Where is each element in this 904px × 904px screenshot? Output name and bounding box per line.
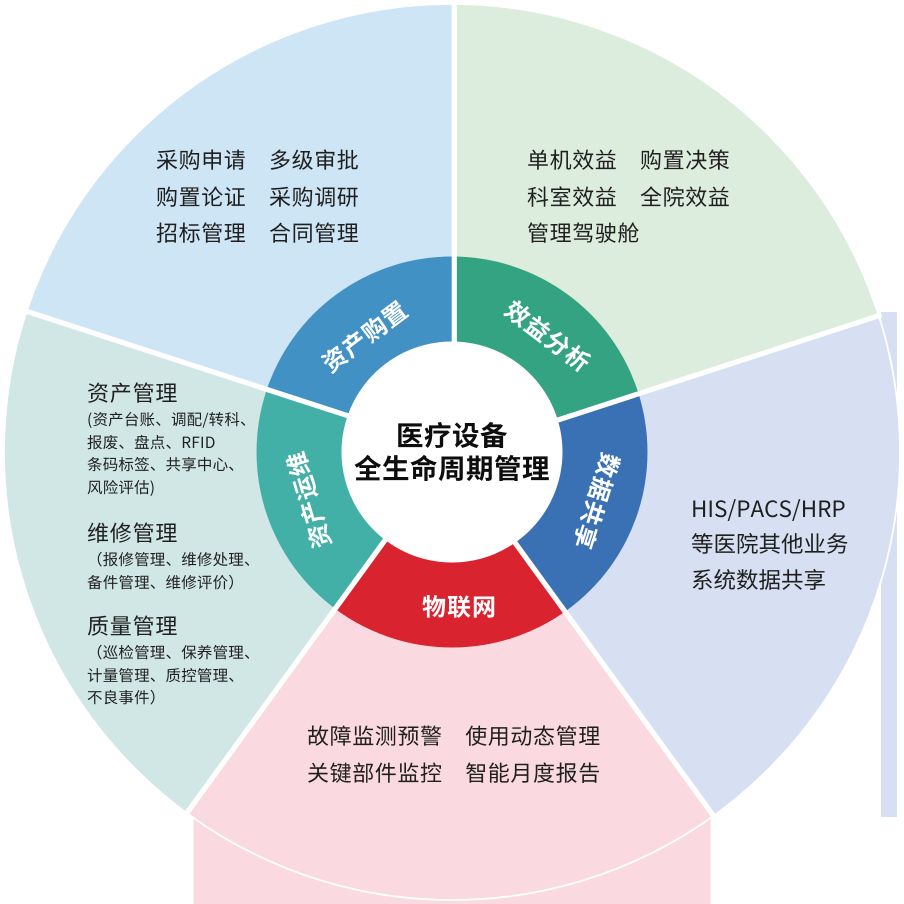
ops-group-repair: 维修管理 （报修管理、维修处理、 备件管理、维修评价） [87, 518, 260, 593]
text-line: 科室效益 全院效益 [527, 179, 731, 212]
text-line: 等医院其他业务 [691, 527, 849, 560]
ops-text-block: 资产管理 (资产台账、调配/转科、 报废、盘点、RFID 条码标签、共享中心、 … [87, 378, 260, 709]
outer-rim [3, 3, 901, 901]
text-line: 条码标签、共享中心、 [87, 453, 245, 475]
title-line: 全生命周期管理 [354, 446, 550, 486]
text-line: 招标管理 合同管理 [156, 216, 360, 248]
diagram-title: 医疗设备全生命周期管理 [354, 413, 550, 486]
text-line: 故障监测预警 使用动态管理 [307, 719, 601, 751]
text-line: HIS/PACS/HRP [691, 492, 846, 524]
ops-group-title: 资产管理 [87, 376, 179, 408]
ops-group-asset: 资产管理 (资产台账、调配/转科、 报废、盘点、RFID 条码标签、共享中心、 … [87, 378, 260, 498]
iot-text-block: 故障监测预警 使用动态管理关键部件监控 智能月度报告 [307, 717, 601, 790]
text-line: 不良事件） [87, 686, 166, 708]
procurement-text-block: 采购申请 多级审批购置论证 采购调研招标管理 合同管理 [156, 141, 359, 251]
text-line: （报修管理、维修处理、 [87, 548, 260, 570]
text-line: （巡检管理、保养管理、 [87, 641, 260, 663]
center-circle [341, 341, 563, 563]
title-line: 医疗设备 [396, 413, 508, 454]
text-line: 关键部件监控 智能月度报告 [307, 755, 601, 788]
ops-group-title: 维修管理 [87, 516, 179, 548]
text-line: 系统数据共享 [691, 562, 827, 595]
text-line: (资产台账、调配/转科、 [87, 408, 256, 430]
text-line: 采购申请 多级审批 [156, 143, 360, 175]
text-line: 管理驾驶舱 [527, 216, 641, 248]
text-line: 风险评估) [87, 475, 156, 498]
sector-iot [188, 452, 716, 900]
text-line: 报废、盘点、RFID [87, 430, 216, 453]
ring-label-iot: 物联网 [422, 587, 497, 622]
benefit-text-block: 单机效益 购置决策科室效益 全院效益管理驾驶舱 [527, 141, 730, 251]
text-line: 购置论证 采购调研 [156, 179, 360, 212]
text-line: 备件管理、维修评价） [87, 570, 245, 593]
text-line: 单机效益 购置决策 [527, 143, 731, 175]
ops-group-quality: 质量管理 （巡检管理、保养管理、 计量管理、质控管理、 不良事件） [87, 611, 260, 709]
text-line: 计量管理、质控管理、 [87, 663, 245, 686]
ops-group-title: 质量管理 [87, 609, 179, 641]
